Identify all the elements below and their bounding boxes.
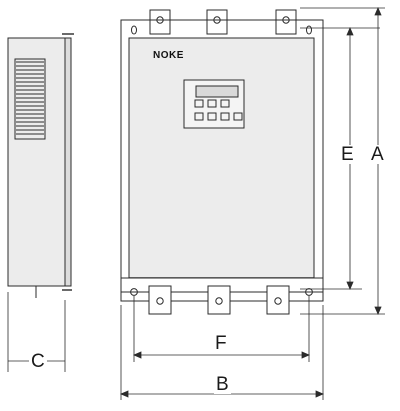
- keypad-button: [194, 112, 204, 121]
- dim-b-arrow-left: [119, 390, 129, 398]
- dim-b-arrow-right: [315, 390, 325, 398]
- mount-slot-top-left: [131, 25, 137, 35]
- keypad-button: [233, 112, 243, 121]
- dimension-f-b: [119, 296, 325, 400]
- terminal-bottom-1: [148, 285, 172, 315]
- front-view: [120, 9, 324, 315]
- keypad-button: [194, 99, 204, 108]
- terminal-top-1: [149, 9, 171, 35]
- terminal-top-3: [275, 9, 297, 35]
- dim-a-arrow-bottom: [374, 306, 382, 316]
- dimension-label-b: B: [214, 374, 231, 395]
- keypad-button: [207, 112, 217, 121]
- terminal-bottom-1-hole: [156, 297, 164, 305]
- dimension-label-a: A: [370, 144, 385, 165]
- mount-slot-top-right: [306, 25, 312, 35]
- keypad-button: [207, 99, 217, 108]
- side-view: [7, 33, 74, 298]
- dim-f-arrow-left: [132, 351, 142, 359]
- brand-label: NOKE: [153, 50, 184, 61]
- dimension-label-f: F: [213, 333, 229, 354]
- keypad-buttons: [194, 99, 243, 121]
- dim-a-arrow-top: [374, 6, 382, 16]
- dim-e-arrow-bottom: [346, 281, 354, 291]
- dim-e-arrow-top: [346, 26, 354, 36]
- side-vent-frame: [14, 58, 46, 140]
- mount-hole-bottom-left: [130, 288, 138, 296]
- dimension-label-c: C: [29, 351, 47, 372]
- dim-f-arrow-right: [301, 351, 311, 359]
- housing: [128, 37, 315, 279]
- keypad-button: [220, 112, 230, 121]
- terminal-bottom-2-hole: [215, 297, 223, 305]
- side-vent-grille: [16, 61, 44, 135]
- side-rear-rail: [64, 37, 72, 287]
- lcd-display: [195, 85, 239, 98]
- terminal-bottom-3-hole: [274, 297, 282, 305]
- terminal-bottom-3: [266, 285, 290, 315]
- terminal-top-2: [206, 9, 228, 35]
- terminal-bottom-2: [207, 285, 231, 315]
- keypad-button: [220, 99, 230, 108]
- side-body: [7, 37, 66, 287]
- dimension-label-e: E: [340, 144, 355, 165]
